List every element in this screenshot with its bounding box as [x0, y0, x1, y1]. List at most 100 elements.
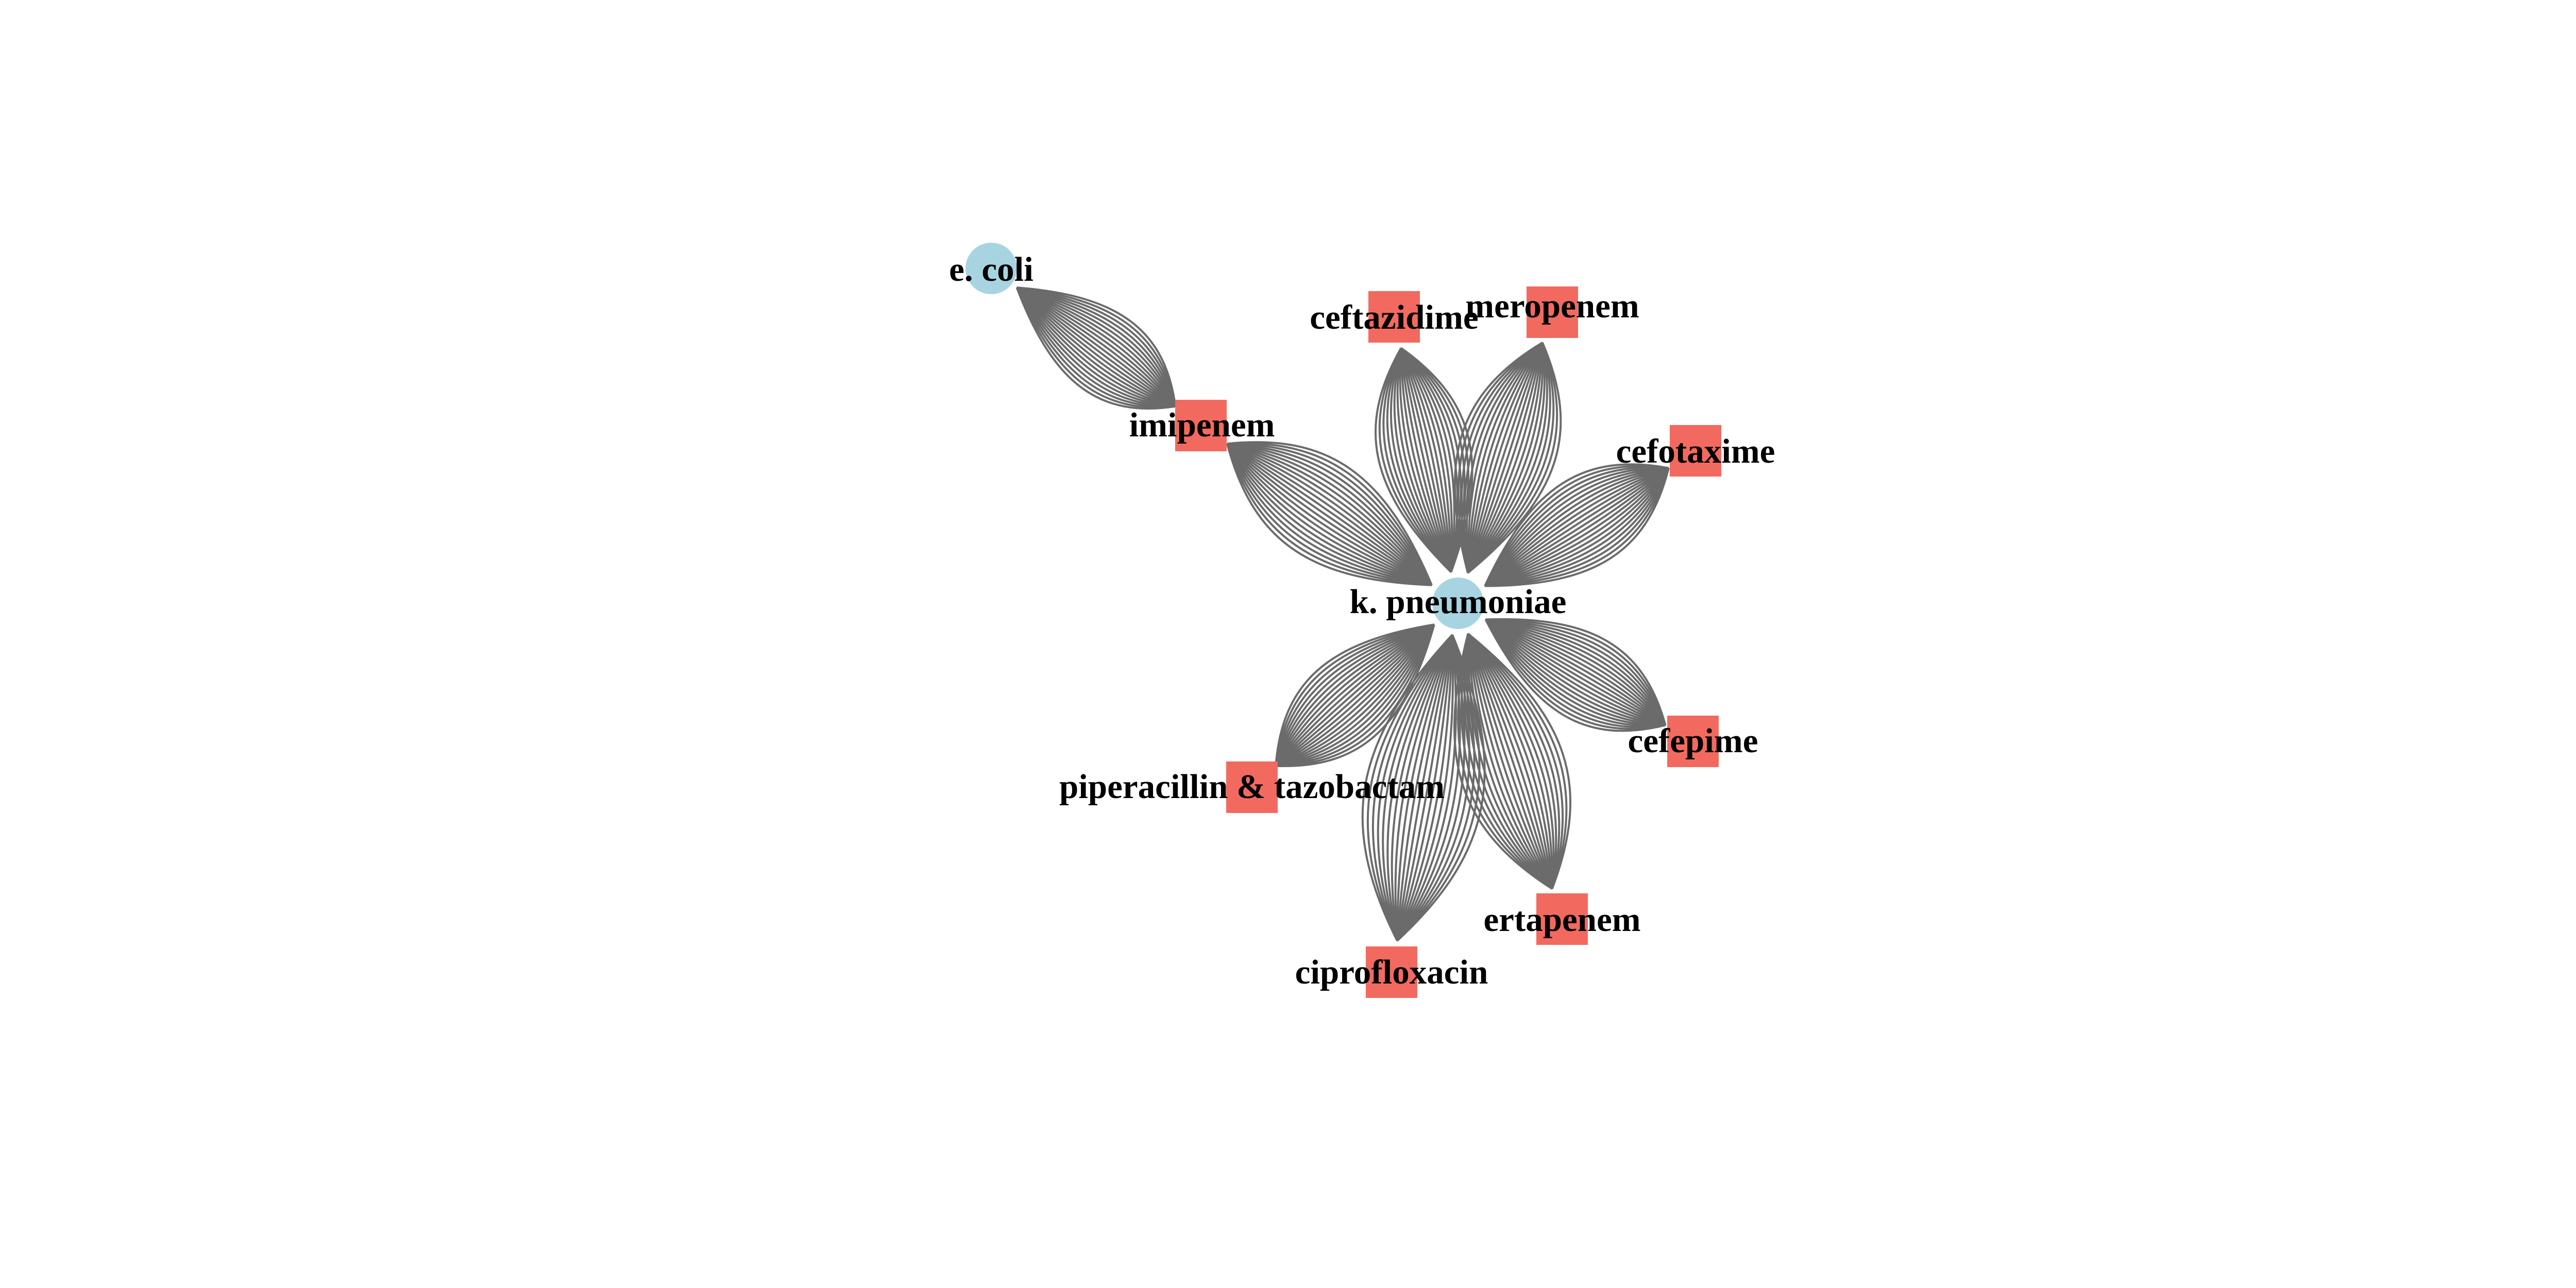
edge-strand	[1227, 441, 1433, 586]
edge-strand	[1386, 347, 1452, 573]
node-label-cefepime: cefepime	[1628, 722, 1758, 760]
edge-strand	[1391, 634, 1453, 941]
edge-strand	[1484, 465, 1669, 587]
edge-strand	[1467, 633, 1557, 889]
edge-strand	[1485, 618, 1667, 726]
edge-bundle-k_pneumoniae-pip_tazo	[1275, 623, 1435, 768]
edge-strand	[1485, 468, 1670, 587]
node-pip-tazo	[1226, 761, 1278, 813]
node-imipenem	[1175, 400, 1227, 451]
edge-strand	[1226, 443, 1432, 586]
edge-strand	[1484, 466, 1669, 587]
edge-strand	[1226, 443, 1432, 586]
edge-strand	[1467, 342, 1544, 573]
edge-strand	[1467, 342, 1548, 574]
edge-strand	[1016, 286, 1176, 408]
edge-strand	[1015, 287, 1176, 409]
edge-strand	[1016, 286, 1177, 407]
edge-strand	[1467, 342, 1544, 573]
edge-strand	[1226, 443, 1433, 586]
edge-strand	[1366, 634, 1453, 941]
edge-strand	[1275, 623, 1435, 767]
edge-strand	[1467, 342, 1544, 574]
edge-strand	[1467, 633, 1553, 890]
edge-strand	[1016, 286, 1177, 407]
edge-strand	[1467, 633, 1568, 889]
edge-strand	[1276, 624, 1435, 767]
edge-strand	[1227, 443, 1433, 586]
edge-strand	[1484, 463, 1669, 587]
edge-strand	[1400, 347, 1453, 572]
edge-strand	[1015, 287, 1176, 408]
edge-strand	[1396, 634, 1453, 941]
edge-strand	[1275, 623, 1435, 767]
edge-strand	[1227, 443, 1433, 586]
edge-strand	[1227, 443, 1433, 586]
edge-strand	[1396, 634, 1457, 941]
edge-bundle-k_pneumoniae-meropenem	[1453, 342, 1562, 574]
edge-strand	[1227, 443, 1433, 586]
edge-strand	[1276, 624, 1435, 767]
edge-strand	[1484, 467, 1669, 587]
edge-strand	[1226, 443, 1432, 586]
node-label-cefotaxime: cefotaxime	[1616, 432, 1775, 470]
node-label-ceftazidime: ceftazidime	[1310, 298, 1478, 336]
edge-strand	[1400, 347, 1452, 572]
edge-strand	[1386, 634, 1453, 941]
node-ceftazidime	[1368, 291, 1420, 343]
edge-strand	[1484, 467, 1669, 587]
edge-strand	[1399, 348, 1452, 573]
edge-strand	[1400, 347, 1452, 572]
edge-strand	[1396, 348, 1452, 573]
edge-strand	[1226, 443, 1432, 586]
edge-strand	[1400, 348, 1452, 573]
edge-strand	[1016, 286, 1176, 408]
edge-strand	[1275, 624, 1435, 767]
edge-strand	[1485, 618, 1667, 726]
edge-strand	[1400, 347, 1452, 572]
edge-strand	[1485, 618, 1666, 726]
edge-strand	[1467, 633, 1564, 889]
edge-strand	[1485, 618, 1666, 726]
edge-strand	[1275, 623, 1435, 767]
edge-strand	[1467, 342, 1544, 573]
node-label-pip-tazo: piperacillin & tazobactam	[1059, 768, 1445, 806]
edge-strand	[1467, 342, 1544, 574]
edge-bundle-k_pneumoniae-imipenem	[1226, 441, 1433, 586]
edge-strand	[1400, 348, 1452, 572]
node-label-e-coli: e. coli	[949, 250, 1033, 289]
edge-strand	[1467, 633, 1555, 889]
edge-strand	[1226, 443, 1432, 586]
edge-strand	[1467, 342, 1544, 573]
edge-strand	[1467, 342, 1544, 573]
node-label-imipenem: imipenem	[1129, 406, 1275, 444]
edge-strand	[1485, 618, 1667, 726]
edge-strand	[1276, 624, 1435, 768]
edge-strand	[1467, 633, 1553, 890]
edge-strand	[1467, 633, 1561, 889]
edge-strand	[1485, 618, 1666, 726]
edge-strand	[1275, 623, 1435, 767]
edge-strand	[1457, 342, 1544, 573]
edge-strand	[1400, 347, 1455, 572]
edge-strand	[1016, 286, 1176, 408]
edge-strand	[1400, 348, 1452, 573]
edge-strand	[1275, 623, 1435, 767]
edge-strand	[1484, 467, 1669, 587]
edge-strand	[1275, 623, 1435, 767]
edge-strand	[1396, 634, 1453, 941]
edge-strand	[1016, 286, 1176, 408]
edge-strand	[1227, 443, 1433, 586]
edge-strand	[1226, 443, 1432, 586]
edge-strand	[1226, 443, 1433, 586]
edge-strand	[1396, 634, 1476, 942]
edge-strand	[1485, 618, 1667, 726]
edge-strand	[1484, 467, 1670, 587]
edge-strand	[1396, 634, 1453, 941]
edge-strand	[1484, 467, 1670, 587]
edge-strand	[1484, 467, 1669, 587]
edge-strand	[1227, 443, 1433, 586]
edge-strand	[1396, 634, 1454, 941]
